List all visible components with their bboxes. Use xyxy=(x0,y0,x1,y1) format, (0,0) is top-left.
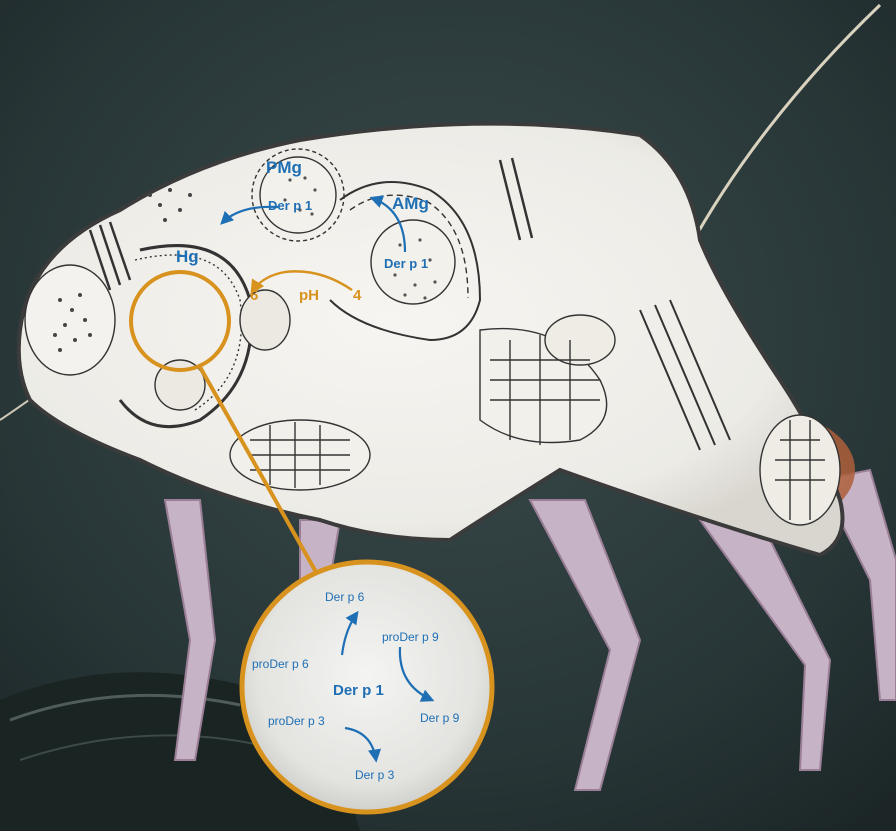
label-amg: AMg xyxy=(392,194,429,213)
zoom-label-der9: Der p 9 xyxy=(420,711,460,725)
label-ph-4: 4 xyxy=(353,287,362,304)
label-ph: pH xyxy=(299,287,319,304)
zoom-label-center: Der p 1 xyxy=(333,682,384,699)
zoom-label-pro9: proDer p 9 xyxy=(382,630,439,644)
label-hg: Hg xyxy=(176,247,199,266)
label-ph-6: 6 xyxy=(250,287,258,304)
zoom-label-pro6: proDer p 6 xyxy=(252,657,309,671)
label-pmg: PMg xyxy=(266,158,302,177)
label-pmg-derp1: Der p 1 xyxy=(268,198,312,213)
zoom-label-der6: Der p 6 xyxy=(325,590,365,604)
label-amg-derp1: Der p 1 xyxy=(384,256,428,271)
zoom-label-der3: Der p 3 xyxy=(355,768,395,782)
zoom-label-pro3: proDer p 3 xyxy=(268,714,325,728)
